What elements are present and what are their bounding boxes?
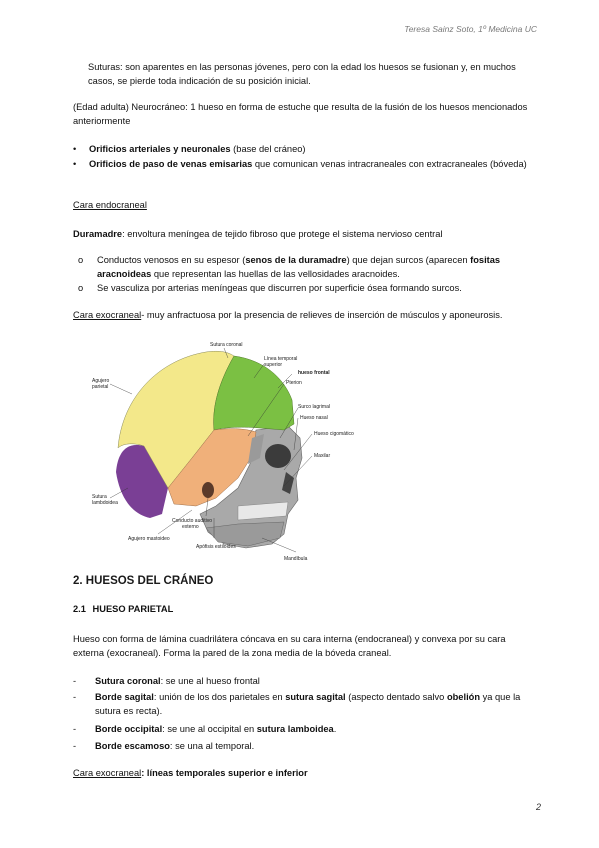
dash-bold: Borde occipital	[95, 724, 163, 734]
bullet-text: que comunican venas intracraneales con e…	[252, 159, 527, 169]
dash-bold: sutura sagital	[285, 692, 346, 702]
dash-text: ya que la sutura es recta).	[95, 692, 521, 717]
label-sutura-lambdoidea: Sutura	[92, 494, 107, 500]
list-item: o Se vasculiza por arterias meníngeas qu…	[78, 281, 533, 295]
list-item: • Orificios de paso de venas emisarias q…	[73, 157, 535, 171]
label-agujero-parietal: Agujero	[92, 378, 109, 384]
bullet-icon: •	[73, 144, 77, 154]
dash-text: : unión de los dos parietales en	[153, 692, 286, 702]
ear-canal	[202, 482, 214, 498]
sub-text: Conductos venosos en su espesor (	[97, 255, 246, 265]
orbit	[265, 444, 291, 468]
teeth	[237, 501, 289, 521]
paragraph-parietal: Hueso con forma de lámina cuadrilátera c…	[73, 634, 506, 659]
sub-text: que representan las huellas de las vello…	[151, 269, 400, 280]
heading-cara-exocraneal: Cara exocraneal	[73, 310, 142, 320]
mandible	[205, 521, 285, 547]
dash-text: .	[333, 724, 337, 734]
page-header: Teresa Sainz Soto, 1º Medicina UC	[404, 24, 537, 34]
label-linea-temporal-2: superior	[264, 362, 282, 368]
cara-exo-text: - muy anfractuosa por la presencia de re…	[141, 310, 503, 320]
heading-cara-endocraneal: Cara endocraneal	[73, 200, 147, 210]
label-hueso-frontal: hueso frontal	[298, 370, 330, 376]
subsection-label: HUESO PARIETAL	[92, 604, 174, 614]
page-number: 2	[535, 802, 541, 812]
paragraph-cara-exocraneal-2: Cara exocraneal: líneas temporales super…	[73, 766, 535, 780]
dash-bold: sutura lamboidea	[256, 724, 334, 734]
paragraph-cara-exocraneal: Cara exocraneal- muy anfractuosa por la …	[73, 308, 535, 322]
label-hueso-nasal: Hueso nasal	[300, 415, 328, 421]
label-hueso-cigomatico: Hueso cigomático	[314, 431, 354, 437]
label-conducto-auditivo-2: externo	[182, 524, 199, 530]
term-duramadre: Duramadre	[73, 229, 123, 239]
sub-bold: senos de la duramadre	[245, 255, 347, 265]
label-surco-lagrimal: Surco lagrimal	[298, 404, 330, 410]
nasal-cavity	[282, 472, 294, 494]
paragraph-suturas: Suturas: son aparentes en las personas j…	[88, 62, 516, 87]
list-item: - Borde escamoso: se una al temporal.	[73, 739, 535, 753]
list-item: - Borde sagital: unión de los dos pariet…	[73, 690, 535, 719]
circle-bullet-icon: o	[78, 255, 84, 265]
paragraph-neurocraneo: (Edad adulta) Neurocráneo: 1 hueso en fo…	[73, 102, 528, 127]
dash-text: : se une al hueso frontal	[160, 676, 260, 686]
dash-bold: Borde sagital	[95, 692, 154, 702]
label-pterion: Pterion	[286, 380, 302, 386]
label-maxilar: Maxilar	[314, 453, 330, 459]
heading-cara-exocraneal-2: Cara exocraneal	[73, 768, 142, 778]
frontal-region	[213, 355, 295, 431]
dash-icon: -	[73, 724, 77, 734]
label-mandibula: Mandíbula	[284, 556, 308, 562]
bullet-bold: Orificios de paso de venas emisarias	[89, 159, 253, 169]
label-linea-temporal: Línea temporal	[264, 356, 297, 362]
dash-text: : se une al occipital en	[162, 724, 257, 734]
dash-text: (aspecto dentado salvo	[345, 692, 447, 702]
bullet-bold: Orificios arteriales y neuronales	[89, 144, 231, 154]
duramadre-text: : envoltura meníngea de tejido fibroso q…	[122, 229, 443, 239]
label-sutura-coronal: Sutura coronal	[210, 342, 243, 348]
dash-bold: Sutura coronal	[95, 676, 161, 686]
subsection-title: 2.1 HUESO PARIETAL	[73, 604, 177, 614]
bullet-text: (base del cráneo)	[230, 144, 306, 154]
dash-icon: -	[73, 692, 77, 702]
temporal-region	[167, 428, 257, 507]
subsection-number: 2.1	[73, 604, 86, 614]
section-title: 2. HUESOS DEL CRÁNEO	[73, 575, 214, 587]
label-conducto-auditivo: Conducto auditivo	[172, 518, 212, 524]
circle-bullet-icon: o	[78, 283, 84, 293]
sphenoid	[248, 434, 264, 464]
list-item: • Orificios arteriales y neuronales (bas…	[73, 142, 535, 156]
occipital-region	[116, 445, 168, 518]
list-item: o Conductos venosos en su espesor (senos…	[78, 253, 533, 282]
cara-exo2-text: : líneas temporales superior e inferior	[141, 768, 308, 778]
label-sutura-lambdoidea-2: lambdoidea	[92, 500, 118, 506]
bullet-icon: •	[73, 159, 77, 169]
dash-bold: obelión	[446, 692, 481, 702]
list-item: - Sutura coronal: se une al hueso fronta…	[73, 674, 535, 688]
label-agujero-parietal-2: parietal	[92, 384, 108, 390]
dash-text: : se una al temporal.	[169, 741, 255, 751]
dash-bold: Borde escamoso	[95, 741, 170, 751]
list-item: - Borde occipital: se une al occipital e…	[73, 722, 535, 736]
dash-icon: -	[73, 676, 77, 686]
skull-lateral-figure: Sutura coronal Línea temporal superior h…	[92, 342, 354, 562]
paragraph-duramadre: Duramadre: envoltura meníngea de tejido …	[73, 227, 535, 241]
leader-lines	[109, 347, 313, 553]
sub-text: ) que dejan surcos (aparecen	[346, 255, 471, 265]
sub-text: Se vasculiza por arterias meníngeas que …	[97, 283, 462, 293]
label-agujero-mastoideo: Agujero mastoideo	[128, 536, 170, 542]
label-apofisis-estiloides: Apófisis estiloides	[196, 544, 236, 550]
sub-bold: fositas aracnoideas	[97, 255, 501, 280]
dash-icon: -	[73, 741, 77, 751]
